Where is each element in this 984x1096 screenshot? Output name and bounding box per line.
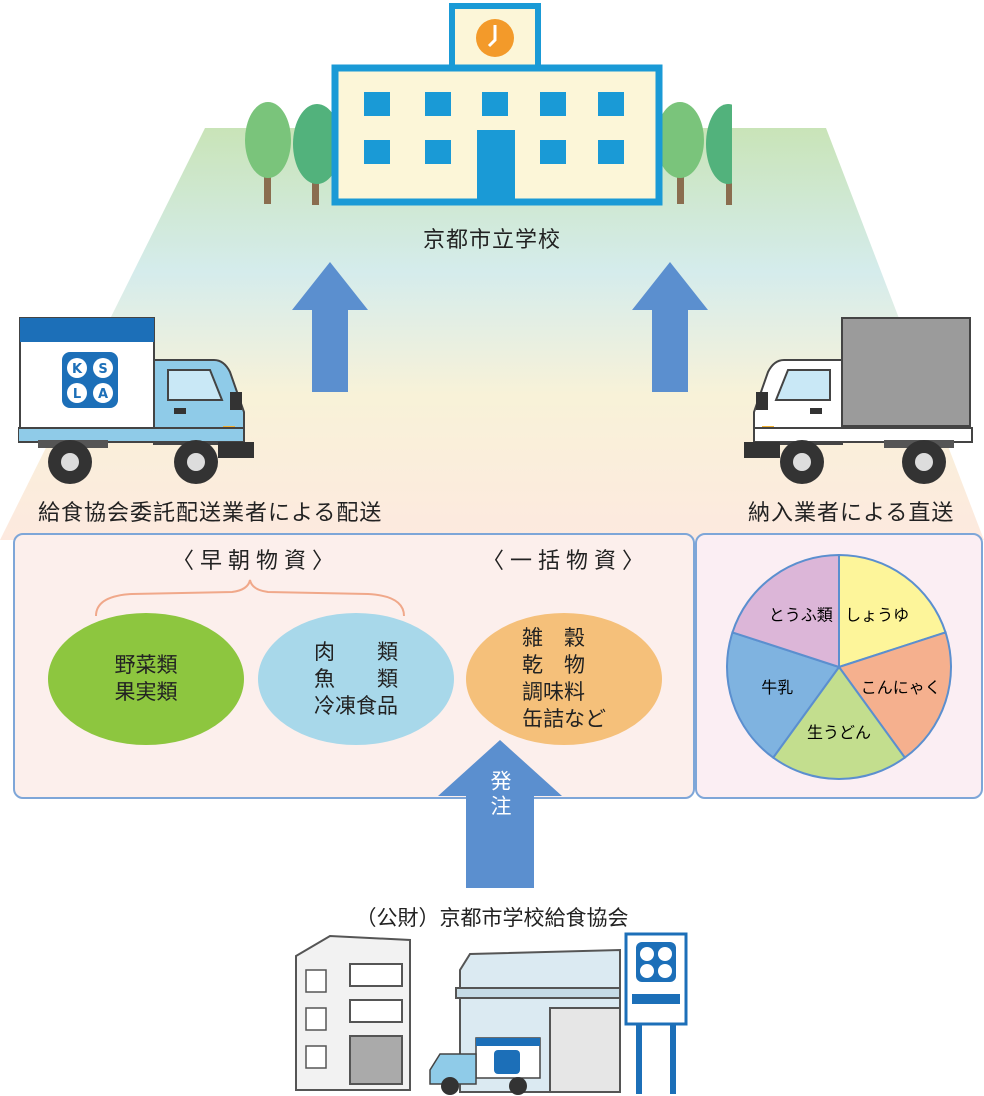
supplier-delivery-truck	[744, 317, 973, 484]
arrow-up-icon	[632, 262, 708, 392]
ksla-delivery-truck: K S L A	[18, 317, 254, 484]
pie-slice	[771, 665, 907, 780]
right-delivery-label: 納入業者による直送	[748, 501, 955, 526]
pie-slice	[837, 631, 952, 760]
left-delivery-label: 給食協会委託配送業者による配送	[38, 501, 383, 526]
school-illustration	[245, 3, 732, 206]
svg-text:A: A	[98, 387, 108, 402]
pie-label: こんにゃく	[861, 678, 941, 697]
arrow-up-icon	[292, 262, 368, 392]
pie-label: 生うどん	[807, 723, 871, 742]
item-text: 乾 物	[522, 653, 585, 677]
svg-text:S: S	[98, 362, 107, 377]
item-text: 冷凍食品	[314, 693, 398, 718]
pie-label: しょうゆ	[845, 605, 909, 624]
item-text: 魚 類	[314, 666, 398, 691]
organization-label: （公財）京都市学校給食協会	[355, 906, 629, 930]
early-morning-title: 〈早朝物資〉	[172, 549, 341, 574]
order-label: 発注	[488, 770, 512, 820]
svg-text:L: L	[73, 387, 81, 402]
item-text: 雑 穀	[522, 626, 585, 650]
order-arrow-icon	[438, 740, 562, 888]
vegetables-ellipse: 野菜類 果実類	[48, 613, 244, 745]
item-text: 果実類	[114, 680, 178, 704]
background-field	[0, 128, 984, 540]
item-text: 野菜類	[114, 653, 178, 677]
tree-icon	[656, 102, 732, 205]
pie-slice	[838, 553, 947, 669]
meat-fish-ellipse: 肉 類 魚 類 冷凍食品	[258, 613, 454, 745]
pie-label: 牛乳	[761, 678, 793, 697]
ksla-logo-icon	[636, 942, 676, 982]
pie-slice	[731, 553, 840, 669]
bracket-icon	[95, 579, 405, 617]
school-label: 京都市立学校	[422, 228, 561, 253]
bulk-ellipse: 雑 穀 乾 物 調味料 缶詰など	[466, 613, 662, 745]
tree-icon	[245, 102, 341, 205]
association-building-illustration	[295, 932, 688, 1095]
bulk-title: 〈一括物資〉	[482, 549, 651, 574]
pie-slice	[726, 631, 841, 760]
svg-text:K: K	[72, 362, 83, 377]
item-text: 缶詰など	[522, 707, 606, 731]
item-text: 調味料	[522, 680, 585, 704]
item-text: 肉 類	[314, 639, 398, 664]
pie-label: とうふ類	[769, 605, 833, 624]
